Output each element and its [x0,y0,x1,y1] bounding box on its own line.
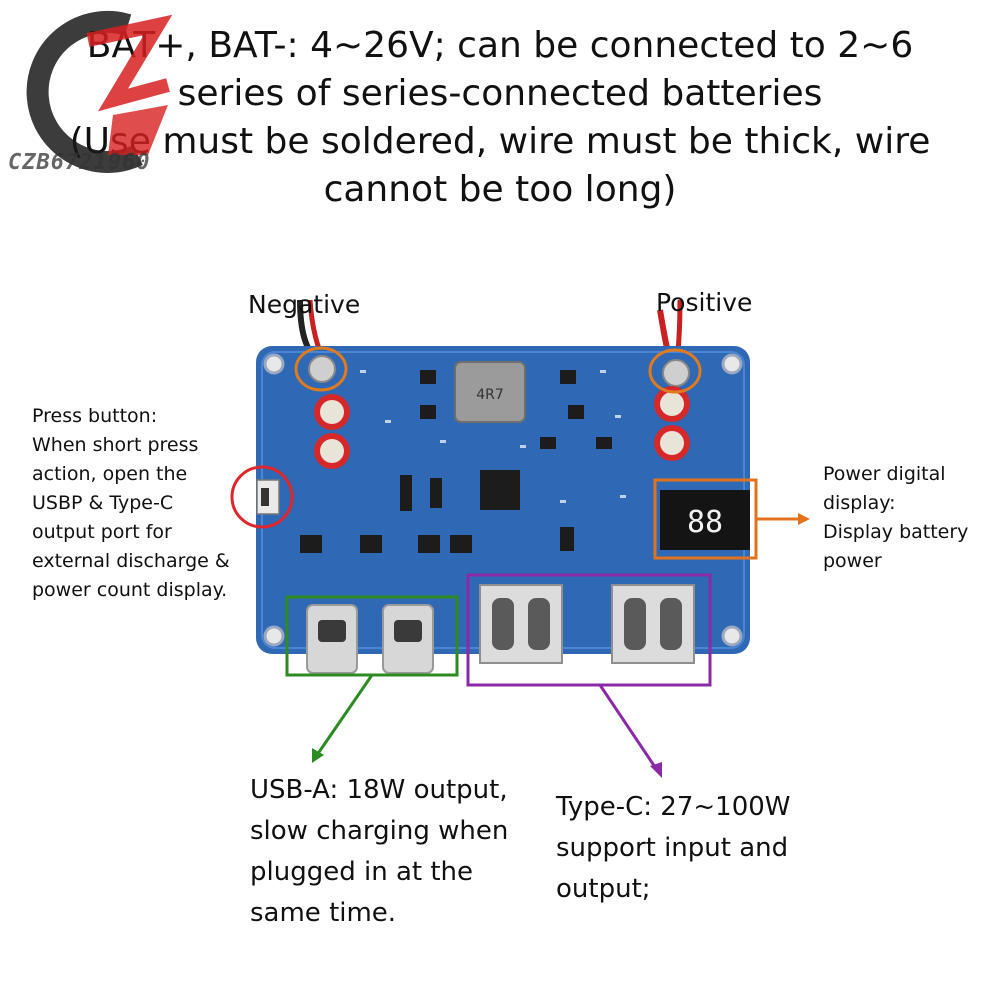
note-line: same time. [250,898,397,928]
note-line: USB-A: 18W output, [250,775,508,805]
note-line: Type-C: 27~100W [556,792,791,822]
title-line-2: series of series-connected batteries [177,73,823,114]
note-line: When short press [32,434,199,456]
press-button-note: Press button: When short press action, o… [32,402,230,605]
typec-box [466,573,712,687]
note-line: display: [823,492,896,514]
usb-a-ports [479,584,695,664]
note-line: output port for [32,521,172,543]
note-line: Press button: [32,405,158,427]
capacitors [314,386,690,469]
positive-highlight [648,348,702,394]
note-line: output; [556,874,651,904]
inductor-marking: 4R7 [476,387,504,403]
note-line: external discharge & [32,550,230,572]
button-highlight [230,465,294,529]
usb-a-note: USB-A: 18W output, slow charging when pl… [250,770,508,934]
negative-label: Negative [248,290,361,319]
display-note: Power digital display: Display battery p… [823,460,968,576]
note-line: plugged in at the [250,857,474,887]
display-reading: 88 [687,505,723,540]
title-line-3: (Use must be soldered, wire must be thic… [69,121,931,162]
display-arrow [798,513,810,525]
note-line: slow charging when [250,816,509,846]
note-line: power [823,550,882,572]
title-block: BAT+, BAT-: 4~26V; can be connected to 2… [0,22,1000,214]
note-line: USBP & Type-C [32,492,174,514]
title-line-4: cannot be too long) [323,169,677,210]
type-c-note: Type-C: 27~100W support input and output… [556,787,790,910]
negative-highlight [294,346,348,392]
type-c-ports [306,604,434,674]
note-line: Power digital [823,463,946,485]
note-line: power count display. [32,579,228,601]
brand-logo [26,10,173,173]
positive-label: Positive [656,288,753,317]
typec-arrow [650,762,662,778]
title-line-1: BAT+, BAT-: 4~26V; can be connected to 2… [86,25,914,66]
watermark-text: CZB6721960 [8,150,151,175]
note-line: Display battery [823,521,969,543]
note-line: support input and [556,833,789,863]
note-line: action, open the [32,463,188,485]
usb-arrow [312,748,324,763]
